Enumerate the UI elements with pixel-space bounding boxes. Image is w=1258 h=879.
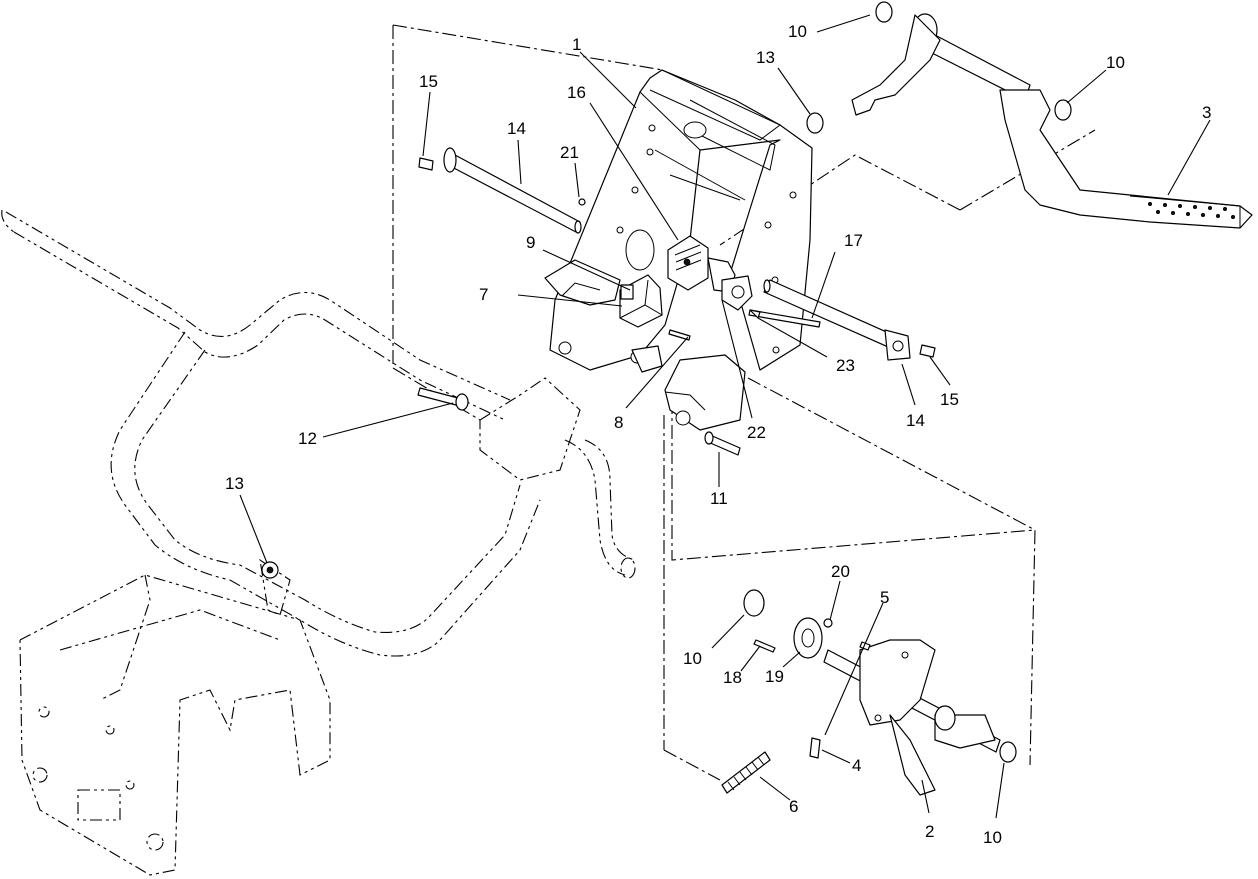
callout-18: 18 <box>723 668 742 687</box>
callout-16: 16 <box>567 83 586 102</box>
callout-20: 20 <box>831 562 850 581</box>
callout-13-lower: 13 <box>225 474 244 493</box>
callout-10-lower-right: 10 <box>983 828 1002 847</box>
callout-10-top-right: 10 <box>1106 53 1125 72</box>
callout-1: 1 <box>572 35 581 54</box>
callout-14-left: 14 <box>507 119 526 138</box>
callout-12: 12 <box>298 429 317 448</box>
callout-9: 9 <box>526 233 535 252</box>
callout-23: 23 <box>836 356 855 375</box>
callout-2: 2 <box>925 822 934 841</box>
callout-14-right: 14 <box>906 411 925 430</box>
callout-5: 5 <box>880 588 889 607</box>
callout-21: 21 <box>560 143 579 162</box>
brake-pedal-3 <box>851 1 1253 229</box>
traction-pedal-2 <box>721 589 1017 796</box>
callout-labels: 1 2 3 4 5 6 7 8 9 10 10 10 10 11 12 13 1… <box>225 22 1211 847</box>
callout-4: 4 <box>852 756 861 775</box>
lower-mount-bracket <box>631 345 746 431</box>
callout-6: 6 <box>789 797 798 816</box>
callout-19: 19 <box>765 667 784 686</box>
leader-lines <box>239 14 1211 819</box>
pivot-shaft-right <box>763 279 911 361</box>
position-sensor <box>667 235 753 311</box>
pedal-tread-holes <box>1148 201 1236 219</box>
phantom-frame-assembly <box>1 209 636 876</box>
pivot-shaft-left <box>443 147 582 234</box>
callout-11: 11 <box>710 489 728 508</box>
callout-13-upper: 13 <box>756 48 775 67</box>
hardware <box>261 112 936 579</box>
callout-15-left: 15 <box>419 72 438 91</box>
callout-8: 8 <box>614 413 623 432</box>
callout-7: 7 <box>479 285 488 304</box>
callout-10-lower-left: 10 <box>683 649 702 668</box>
callout-3: 3 <box>1202 103 1211 122</box>
callout-10-top-left: 10 <box>788 22 807 41</box>
callout-15-right: 15 <box>940 390 959 409</box>
brake-switch <box>619 274 663 328</box>
callout-22: 22 <box>747 423 766 442</box>
callout-17: 17 <box>844 231 863 250</box>
spring-pin-17 <box>748 309 821 328</box>
pedal-mount-bracket <box>544 69 813 371</box>
